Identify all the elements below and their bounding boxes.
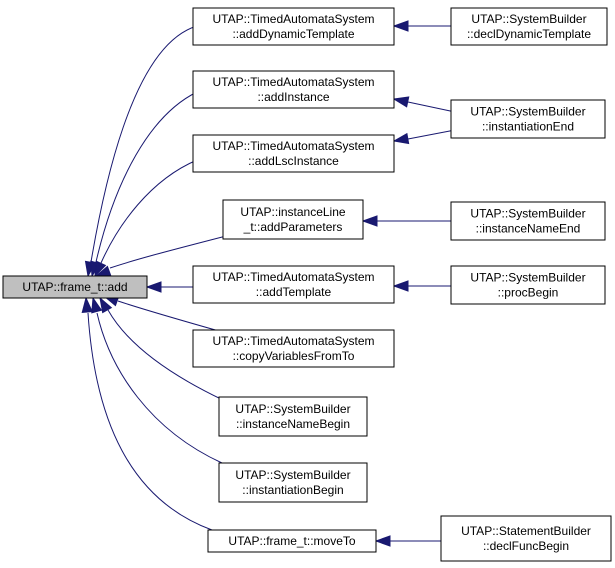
node-label-line: ::instantiationBegin: [242, 483, 343, 497]
edge-line: [107, 309, 224, 401]
node-label-line: _t::addParameters: [243, 220, 343, 234]
edge-sb_ie-to-tas_ali: [392, 129, 456, 145]
node-label-line: ::addInstance: [257, 90, 329, 104]
node-label-line: ::addTemplate: [256, 285, 332, 299]
node-label-line: ::instanceNameEnd: [476, 222, 581, 236]
node-box[interactable]: [192, 265, 395, 304]
node-box[interactable]: [192, 7, 395, 46]
edge-line: [90, 25, 198, 263]
edge-line: [95, 91, 198, 263]
node-label-line: UTAP::TimedAutomataSystem: [212, 334, 374, 348]
node-sb_pb[interactable]: UTAP::SystemBuilder::procBegin: [450, 265, 606, 305]
node-label-line: UTAP::SystemBuilder: [470, 207, 585, 221]
edge-arrowhead: [392, 20, 409, 32]
node-box[interactable]: [450, 99, 606, 139]
edge-sb_ine-to-il_ap: [361, 215, 451, 227]
node-label-line: UTAP::SystemBuilder: [470, 271, 585, 285]
node-label-line: UTAP::SystemBuilder: [470, 105, 585, 119]
node-tas_ali[interactable]: UTAP::TimedAutomataSystem::addLscInstanc…: [192, 134, 395, 173]
node-label-line: ::procBegin: [498, 286, 559, 300]
edge-layer: [81, 20, 456, 547]
node-tas_adt[interactable]: UTAP::TimedAutomataSystem::addDynamicTem…: [192, 7, 395, 46]
edge-arrowhead: [392, 132, 410, 145]
node-sb_ddt[interactable]: UTAP::SystemBuilder::declDynamicTemplate: [450, 7, 608, 46]
node-label-line: UTAP::SystemBuilder: [471, 12, 586, 26]
node-box[interactable]: [450, 7, 608, 46]
node-box[interactable]: [218, 462, 368, 503]
node-box[interactable]: [192, 329, 395, 368]
edge-sb_ddt-to-tas_adt: [392, 20, 451, 32]
edge-sb_ie-to-tas_ai: [392, 96, 456, 113]
node-label-line: ::instanceNameBegin: [236, 417, 350, 431]
edge-ft_mt-to-root: [81, 296, 213, 531]
node-box[interactable]: [2, 275, 148, 299]
node-box[interactable]: [440, 515, 612, 562]
node-label-line: UTAP::TimedAutomataSystem: [212, 75, 374, 89]
edge-arrowhead: [145, 281, 162, 293]
node-tas_cv[interactable]: UTAP::TimedAutomataSystem::copyVariables…: [192, 329, 395, 368]
edge-sb_ib-to-root: [91, 296, 223, 464]
edge-arrowhead: [91, 296, 103, 314]
node-box[interactable]: [450, 265, 606, 305]
edge-line: [109, 235, 227, 269]
edge-arrowhead: [81, 296, 93, 313]
node-sb_ine[interactable]: UTAP::SystemBuilder::instanceNameEnd: [450, 201, 606, 241]
node-label-line: UTAP::TimedAutomataSystem: [212, 12, 374, 26]
node-label-line: ::declFuncBegin: [483, 539, 569, 553]
edge-line: [407, 101, 456, 113]
node-label-line: UTAP::SystemBuilder: [235, 402, 350, 416]
edge-tas_ali-to-root: [94, 159, 198, 278]
node-label-line: ::copyVariablesFromTo: [233, 349, 355, 363]
node-layer: UTAP::frame_t::addUTAP::TimedAutomataSys…: [2, 7, 612, 562]
edge-sb_pb-to-tas_at: [392, 280, 451, 292]
edge-il_ap-to-root: [94, 235, 227, 277]
edge-arrowhead: [361, 215, 378, 227]
node-label-line: UTAP::frame_t::add: [22, 280, 127, 294]
node-label-line: ::addDynamicTemplate: [232, 27, 354, 41]
edge-sb_inb-to-root: [99, 296, 224, 401]
node-label-line: UTAP::TimedAutomataSystem: [212, 139, 374, 153]
edge-arrowhead: [392, 280, 409, 292]
node-tas_ai[interactable]: UTAP::TimedAutomataSystem::addInstance: [192, 70, 395, 109]
edge-tas_at-to-root: [145, 281, 193, 293]
edge-line: [407, 129, 456, 140]
edge-line: [117, 300, 227, 334]
node-root[interactable]: UTAP::frame_t::add: [2, 275, 148, 299]
edge-line: [87, 312, 213, 531]
edge-stb_dfb-to-ft_mt: [374, 535, 441, 547]
edge-line: [96, 312, 223, 464]
edge-arrowhead: [99, 296, 113, 314]
node-label-line: ::instantiationEnd: [482, 120, 574, 134]
node-label-line: ::addLscInstance: [248, 154, 339, 168]
node-label-line: UTAP::SystemBuilder: [235, 468, 350, 482]
edge-arrowhead: [392, 96, 410, 108]
node-stb_dfb[interactable]: UTAP::StatementBuilder::declFuncBegin: [440, 515, 612, 562]
node-box[interactable]: [192, 134, 395, 173]
node-label-line: UTAP::instanceLine: [240, 205, 345, 219]
node-label-line: UTAP::StatementBuilder: [461, 524, 591, 538]
node-label-line: ::declDynamicTemplate: [467, 27, 591, 41]
edge-arrowhead: [374, 535, 391, 547]
node-ft_mt[interactable]: UTAP::frame_t::moveTo: [207, 529, 377, 553]
node-tas_at[interactable]: UTAP::TimedAutomataSystem::addTemplate: [192, 265, 395, 304]
edge-arrowhead: [94, 260, 107, 278]
node-box[interactable]: [450, 201, 606, 241]
node-box[interactable]: [192, 70, 395, 109]
node-sb_ib[interactable]: UTAP::SystemBuilder::instantiationBegin: [218, 462, 368, 503]
node-label-line: UTAP::TimedAutomataSystem: [212, 270, 374, 284]
node-box[interactable]: [222, 199, 364, 240]
node-box[interactable]: [207, 529, 377, 553]
node-il_ap[interactable]: UTAP::instanceLine_t::addParameters: [222, 199, 364, 240]
node-box[interactable]: [218, 396, 368, 437]
node-label-line: UTAP::frame_t::moveTo: [228, 534, 355, 548]
node-sb_ie[interactable]: UTAP::SystemBuilder::instantiationEnd: [450, 99, 606, 139]
node-sb_inb[interactable]: UTAP::SystemBuilder::instanceNameBegin: [218, 396, 368, 437]
edge-line: [100, 159, 198, 264]
